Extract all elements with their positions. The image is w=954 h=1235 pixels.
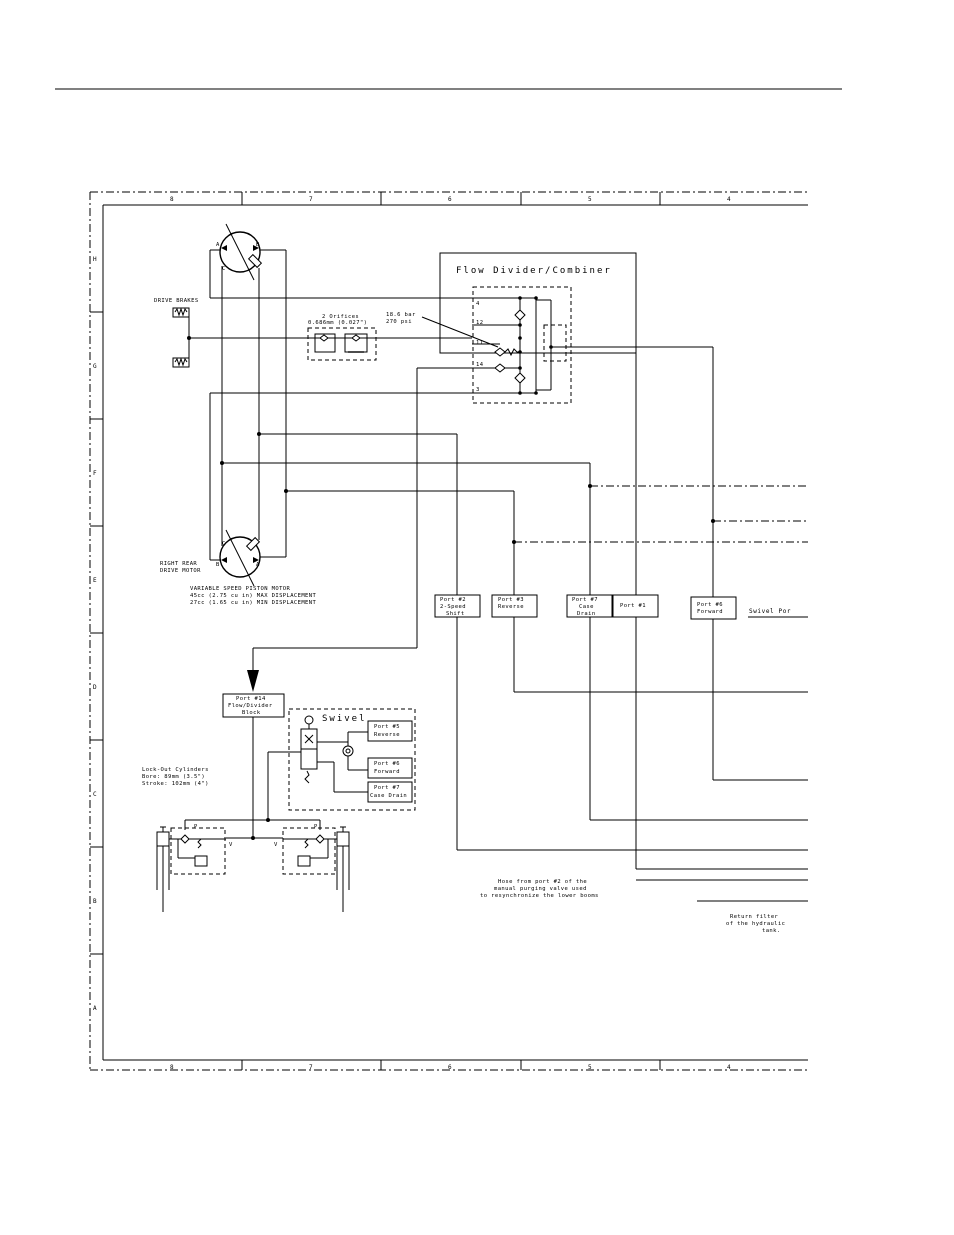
- return-note-line1: Return filter: [730, 914, 779, 920]
- row-label-b: B: [93, 898, 97, 905]
- swivel-port-label: Swivel Por: [749, 608, 791, 615]
- svg-text:Port #7: Port #7: [572, 597, 598, 603]
- col-label-5-bottom: 5: [588, 1064, 592, 1071]
- port-box-6: Port #6 Forward: [690, 596, 737, 620]
- left-valve-v: V: [229, 842, 233, 848]
- top-motor-port-c: C: [222, 266, 226, 272]
- svg-text:Drain: Drain: [577, 611, 596, 617]
- col-label-8-top: 8: [170, 196, 174, 203]
- motor-spec-line1: VARIABLE SPEED PISTON MOTOR: [190, 586, 290, 592]
- top-drive-motor: A B C: [216, 223, 263, 281]
- return-note-line3: tank.: [762, 928, 781, 934]
- col-label-6-top: 6: [448, 196, 452, 203]
- top-motor-port-a: A: [216, 242, 220, 248]
- hose-note-line1: Hose from port #2 of the: [498, 879, 587, 885]
- lockout-line1: Lock-Out Cylinders: [142, 767, 209, 773]
- svg-text:Shift: Shift: [446, 611, 465, 617]
- svg-text:Flow/Divider: Flow/Divider: [228, 703, 273, 709]
- port-box-3: Port #3 Reverse: [491, 594, 538, 618]
- svg-text:Port #3: Port #3: [498, 597, 524, 603]
- flow-arrow-icon: [247, 670, 259, 692]
- orifices-line2: 0.686mm (0.027"): [308, 320, 367, 326]
- swivel-port-7-line2: Case Drain: [370, 793, 407, 799]
- trunk-lines: [456, 347, 808, 597]
- top-motor-port-b: B: [256, 242, 260, 248]
- row-label-g: G: [93, 363, 97, 370]
- svg-text:Port #14: Port #14: [236, 696, 266, 702]
- lockout-cylinders: P V P V: [156, 717, 350, 912]
- svg-text:Forward: Forward: [697, 609, 723, 615]
- col-label-5-top: 5: [588, 196, 592, 203]
- col-label-4-bottom: 4: [727, 1064, 731, 1071]
- swivel-port-5-line1: Port #5: [374, 724, 400, 730]
- col-label-4-top: 4: [727, 196, 731, 203]
- pressure-line1: 18.6 bar: [386, 312, 416, 318]
- row-label-f: F: [93, 470, 97, 477]
- col-label-7-bottom: 7: [309, 1064, 313, 1071]
- swivel-port-7-line1: Port #7: [374, 785, 400, 791]
- port-box-2: Port #2 2-Speed Shift: [434, 594, 481, 618]
- svg-text:Block: Block: [242, 710, 261, 716]
- lockout-line2: Bore: 89mm (3.5"): [142, 774, 205, 780]
- return-note-line2: of the hydraulic: [726, 921, 785, 927]
- port-box-1: Port #1: [612, 594, 659, 618]
- right-valve-p: P: [314, 824, 318, 830]
- bottom-motor-port-a: A: [256, 562, 260, 568]
- flow-divider-combiner: Flow Divider/Combiner 18.6 bar 270 psi 4…: [386, 252, 713, 404]
- swivel-title: Swivel: [322, 714, 367, 724]
- flow-port-11: 11: [476, 340, 483, 346]
- port-box-7: Port #7 Case Drain: [566, 594, 613, 618]
- motor-label-line2: DRIVE MOTOR: [160, 568, 201, 574]
- swivel-port-6-line1: Port #6: [374, 761, 400, 767]
- pressure-line2: 270 psi: [386, 319, 412, 325]
- flow-port-14: 14: [476, 362, 484, 368]
- motor-spec-line3: 27cc (1.65 cu in) MIN DISPLACEMENT: [190, 600, 316, 606]
- row-label-a: A: [93, 1005, 97, 1012]
- row-label-c: C: [93, 791, 97, 798]
- svg-text:2-Speed: 2-Speed: [440, 604, 466, 610]
- motor-label-line1: RIGHT REAR: [160, 561, 197, 567]
- swivel-port-6-line2: Forward: [374, 769, 400, 775]
- orifices-line1: 2 Orifices: [322, 314, 359, 320]
- flow-port-3: 3: [476, 387, 480, 393]
- right-valve-v: V: [274, 842, 278, 848]
- flow-divider-title: Flow Divider/Combiner: [456, 266, 612, 276]
- drive-brakes-label: DRIVE BRAKES: [154, 298, 199, 304]
- swivel-port-5-line2: Reverse: [374, 732, 400, 738]
- bottom-drive-motor: C B A: [216, 529, 261, 587]
- drive-brakes: DRIVE BRAKES: [154, 298, 472, 368]
- svg-text:Reverse: Reverse: [498, 604, 524, 610]
- swivel-block: Swivel Port #5 Reverse Port #6 Forward P…: [268, 708, 416, 811]
- port-return-lines: [456, 617, 808, 902]
- row-label-e: E: [93, 577, 97, 584]
- svg-text:Port #6: Port #6: [697, 602, 723, 608]
- port14-box: Port #14 Flow/Divider Block: [222, 693, 285, 718]
- col-label-6-bottom: 6: [448, 1064, 452, 1071]
- svg-text:Port #2: Port #2: [440, 597, 466, 603]
- left-valve-p: P: [194, 824, 198, 830]
- port14-supply-line: [247, 367, 472, 692]
- flow-port-4: 4: [476, 301, 480, 307]
- drawing-frame: [89, 191, 808, 1071]
- motor-hydraulic-lines: [209, 249, 590, 561]
- bottom-motor-port-b: B: [216, 562, 220, 568]
- hose-note-line2: manual purging valve used: [494, 886, 587, 892]
- hose-note-line3: to resynchronize the lower booms: [480, 893, 599, 899]
- orifices-block: 2 Orifices 0.686mm (0.027"): [307, 314, 377, 361]
- flow-port-12: 12: [476, 320, 483, 326]
- svg-text:Case: Case: [579, 604, 594, 610]
- lockout-line3: Stroke: 102mm (4"): [142, 781, 209, 787]
- col-label-7-top: 7: [309, 196, 313, 203]
- motor-spec-line2: 45cc (2.75 cu in) MAX DISPLACEMENT: [190, 593, 316, 599]
- row-label-d: D: [93, 684, 97, 691]
- col-label-8-bottom: 8: [170, 1064, 174, 1071]
- bottom-motor-port-c: C: [222, 541, 226, 547]
- row-label-h: H: [93, 256, 97, 263]
- svg-text:Port #1: Port #1: [620, 603, 646, 609]
